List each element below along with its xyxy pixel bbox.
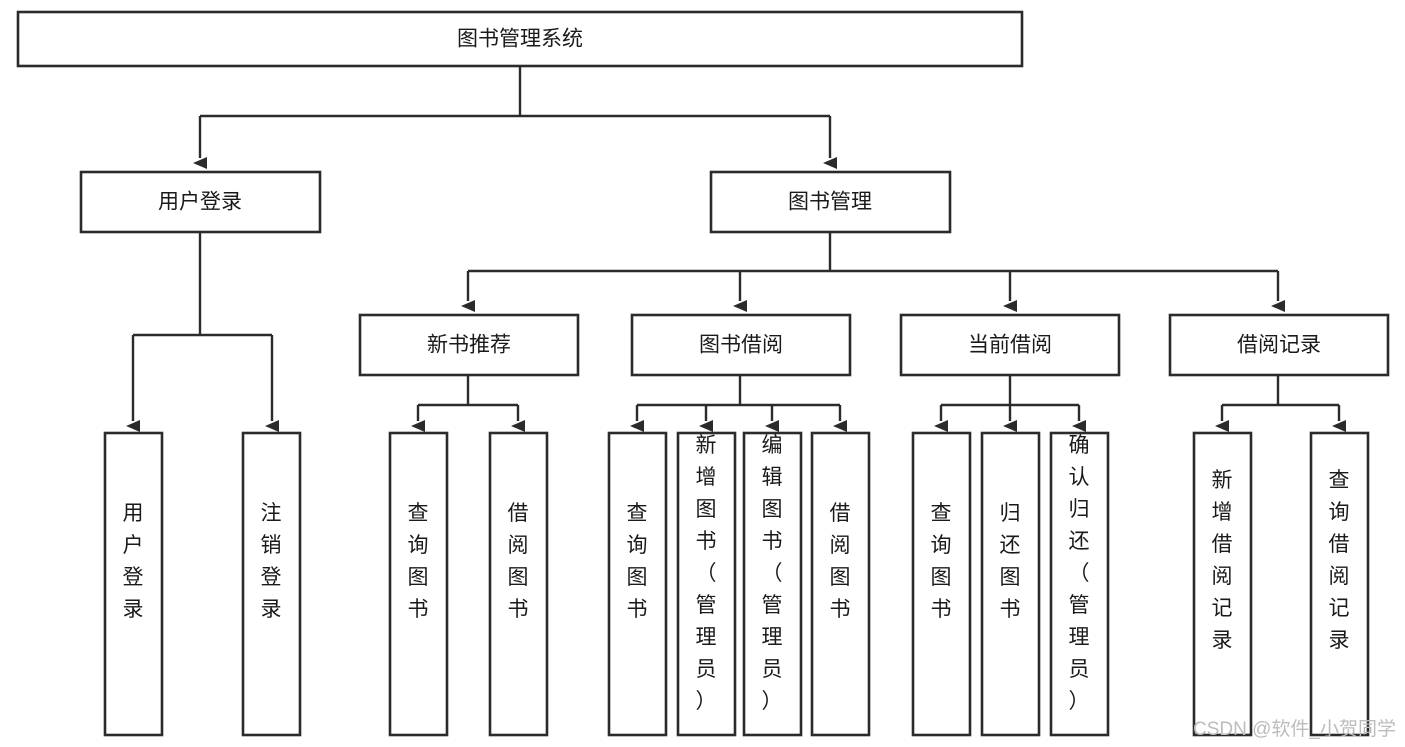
node-leaf-query-book-recommend-label: 查询图书 [408, 502, 429, 621]
node-user-login-label: 用户登录 [158, 191, 242, 214]
node-leaf-logout-login-label: 注销登录 [261, 502, 282, 621]
node-leaf-edit-book-admin-box[interactable] [742, 431, 803, 737]
node-borrow-record-label: 借阅记录 [1237, 334, 1321, 357]
node-leaf-user-login-label: 用户登录 [123, 502, 144, 621]
connector-borrow-record-to-leaves [1215, 375, 1346, 432]
node-leaf-add-borrow-record-box[interactable] [1192, 431, 1253, 737]
node-leaf-logout-login[interactable]: 注销登录 [241, 431, 302, 737]
connector-book-management-to-level3 [461, 232, 1285, 312]
node-leaf-query-book-current[interactable]: 查询图书 [911, 431, 972, 737]
connector-book-borrow-to-leaves [630, 375, 847, 432]
node-leaf-add-book-admin-label: 新增图书（管理员） [696, 434, 717, 713]
node-leaf-return-book[interactable]: 归还图书 [980, 431, 1041, 737]
node-leaf-confirm-return-admin-label: 确认归还（管理员） [1069, 434, 1090, 713]
node-leaf-borrow-book-label: 借阅图书 [830, 502, 851, 621]
node-leaf-borrow-book-recommend[interactable]: 借阅图书 [488, 431, 549, 737]
node-leaf-query-borrow-record-label: 查询借阅记录 [1329, 469, 1350, 652]
node-leaf-borrow-book[interactable]: 借阅图书 [810, 431, 871, 737]
node-leaf-query-book-recommend[interactable]: 查询图书 [388, 431, 449, 737]
connector-current-borrow-to-leaves [934, 375, 1086, 432]
node-current-borrow-label: 当前借阅 [968, 334, 1052, 357]
node-leaf-user-login[interactable]: 用户登录 [103, 431, 164, 737]
node-leaf-add-book-admin[interactable]: 新增图书（管理员） [676, 431, 737, 737]
node-user-login[interactable]: 用户登录 [79, 170, 322, 234]
node-new-book-recommend-box[interactable] [358, 313, 580, 377]
node-root[interactable]: 图书管理系统 [16, 10, 1024, 68]
node-leaf-query-book-current-label: 查询图书 [931, 502, 952, 621]
node-leaf-query-book-borrow-label: 查询图书 [627, 502, 648, 621]
node-leaf-query-book-current-box[interactable] [911, 431, 972, 737]
node-borrow-record[interactable]: 借阅记录 [1168, 313, 1390, 377]
node-leaf-query-book-recommend-box[interactable] [388, 431, 449, 737]
node-book-borrow-label: 图书借阅 [699, 334, 783, 357]
node-leaf-borrow-book-recommend-label: 借阅图书 [508, 502, 529, 621]
node-leaf-borrow-book-box[interactable] [810, 431, 871, 737]
node-leaf-borrow-book-recommend-box[interactable] [488, 431, 549, 737]
node-current-borrow-box[interactable] [899, 313, 1121, 377]
node-leaf-query-book-borrow-box[interactable] [607, 431, 668, 737]
node-leaf-confirm-return-admin[interactable]: 确认归还（管理员） [1049, 431, 1110, 737]
node-leaf-add-borrow-record-label: 新增借阅记录 [1212, 469, 1233, 652]
node-book-borrow[interactable]: 图书借阅 [630, 313, 852, 377]
node-leaf-query-borrow-record-box[interactable] [1309, 431, 1370, 737]
node-leaf-return-book-box[interactable] [980, 431, 1041, 737]
node-leaf-edit-book-admin[interactable]: 编辑图书（管理员） [742, 431, 803, 737]
node-user-login-box[interactable] [79, 170, 322, 234]
node-leaf-add-borrow-record[interactable]: 新增借阅记录 [1192, 431, 1253, 737]
connector-user-login-to-leaves [126, 232, 279, 432]
node-book-management-box[interactable] [709, 170, 952, 234]
connector-new-book-recommend-to-leaves [411, 375, 525, 432]
node-book-borrow-box[interactable] [630, 313, 852, 377]
node-current-borrow[interactable]: 当前借阅 [899, 313, 1121, 377]
connector-layer [126, 66, 1346, 432]
node-book-management[interactable]: 图书管理 [709, 170, 952, 234]
node-new-book-recommend-label: 新书推荐 [427, 334, 511, 357]
node-new-book-recommend[interactable]: 新书推荐 [358, 313, 580, 377]
node-leaf-query-borrow-record[interactable]: 查询借阅记录 [1309, 431, 1370, 737]
node-root-label: 图书管理系统 [457, 28, 583, 51]
node-leaf-add-book-admin-box[interactable] [676, 431, 737, 737]
csdn-watermark: CSDN @软件_小贺同学 [1193, 718, 1396, 740]
node-book-management-label: 图书管理 [788, 191, 872, 214]
node-leaf-logout-login-box[interactable] [241, 431, 302, 737]
connector-root-to-level2 [193, 66, 837, 169]
node-leaf-edit-book-admin-label: 编辑图书（管理员） [762, 434, 783, 713]
node-leaf-user-login-box[interactable] [103, 431, 164, 737]
node-leaf-return-book-label: 归还图书 [1000, 502, 1021, 621]
node-borrow-record-box[interactable] [1168, 313, 1390, 377]
node-leaf-query-book-borrow[interactable]: 查询图书 [607, 431, 668, 737]
node-leaf-confirm-return-admin-box[interactable] [1049, 431, 1110, 737]
node-root-box[interactable] [16, 10, 1024, 68]
